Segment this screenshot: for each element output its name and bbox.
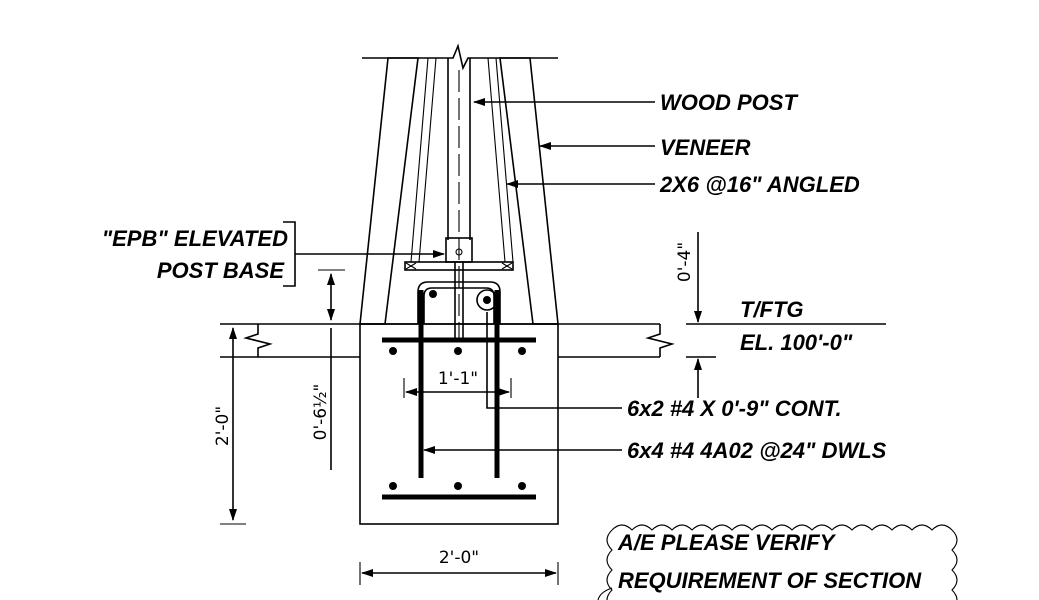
revision-cloud-border [611, 524, 958, 600]
rebar-dot [518, 482, 526, 490]
stud-left-outer [410, 57, 429, 263]
wood-post-label: WOOD POST [660, 90, 798, 115]
post-base-height-dim: 0'-6½" [311, 384, 331, 441]
rebar-dot [389, 347, 397, 355]
dimensions: 2'-0" 0'-6½" 1'-1" 2'-0" 0'-4" [213, 242, 695, 585]
rebar-dot [389, 482, 397, 490]
left-veneer-hatch [359, 57, 419, 325]
right-veneer-hatch [499, 57, 559, 325]
footing-depth-dim: 2'-0" [213, 406, 233, 446]
elevation-label: EL. 100'-0" [740, 330, 853, 355]
rebar-dot-top-left [429, 290, 437, 298]
break-symbol-left [243, 324, 273, 357]
studs-label: 2X6 @16" ANGLED [659, 172, 860, 197]
tftg-label: T/FTG [740, 297, 804, 322]
stud-right-inner [487, 57, 506, 263]
column-top-break-line [362, 43, 558, 71]
rebar-dot [454, 347, 462, 355]
revision-cloud-left-edge [606, 529, 613, 600]
rebar-dot [518, 347, 526, 355]
note-line2: REQUIREMENT OF SECTION [618, 568, 922, 593]
stud-right-outer [495, 57, 514, 263]
break-symbol-right [645, 324, 675, 357]
callouts: WOOD POST VENEER 2X6 @16" ANGLED "EPB" E… [102, 90, 887, 463]
sill-plate [404, 261, 514, 271]
revision-cloud-leader [597, 587, 613, 600]
revision-cloud-note: A/E PLEASE VERIFY REQUIREMENT OF SECTION [597, 524, 958, 600]
cont-bars-leader [486, 312, 622, 409]
note-line1: A/E PLEASE VERIFY [617, 530, 837, 555]
cont-bars-label: 6x2 #4 X 0'-9" CONT. [627, 396, 842, 421]
tapered-column [359, 43, 559, 340]
dowels-label: 6x4 #4 4A02 @24" DWLS [627, 438, 887, 463]
footing-outline [359, 323, 559, 525]
post-base-label-line1: "EPB" ELEVATED [102, 226, 288, 251]
footing [359, 290, 559, 525]
cont-bar-outer [417, 281, 501, 324]
rebar-dot-top-right [483, 296, 491, 304]
stud-left-inner [418, 57, 437, 263]
post-base-anchor-icon [455, 248, 463, 256]
footing-width-dim: 2'-0" [439, 548, 479, 568]
post-base-label-line2: POST BASE [157, 258, 285, 283]
veneer-label: VENEER [660, 135, 751, 160]
top-offset-dim: 0'-4" [675, 242, 695, 282]
sill-x-left-b [405, 262, 417, 270]
sill-x-right-b [501, 262, 513, 270]
dowel-spacing-dim: 1'-1" [438, 369, 478, 389]
rebar-dot [454, 482, 462, 490]
